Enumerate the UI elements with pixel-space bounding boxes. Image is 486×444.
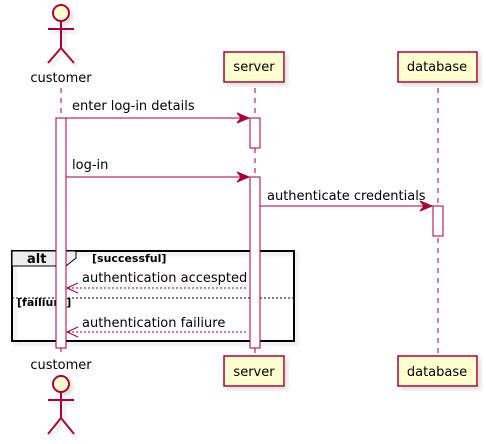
arrow-head-icon: [419, 200, 434, 212]
arrow-head-icon: [236, 112, 251, 124]
message-label: enter log-in details: [72, 99, 195, 114]
message-authentication-accespted: authentication accespted: [65, 271, 248, 294]
actor-icon: [47, 375, 75, 435]
participant-label: customer: [30, 358, 92, 373]
participant-label: server: [233, 60, 275, 75]
participant-box: [397, 355, 478, 387]
message-log-in: log-in: [66, 158, 251, 183]
participant-box: [223, 355, 285, 387]
arrow-head-icon: [236, 171, 251, 183]
message-label: authentication failiure: [82, 316, 225, 331]
server-activation-2: [249, 176, 261, 349]
server-participant-top: server: [223, 51, 285, 83]
customer-activation: [55, 117, 67, 349]
message-label: authenticate credentials: [267, 189, 426, 204]
message-label: log-in: [72, 158, 108, 173]
server-activation-1: [249, 117, 261, 149]
open-arrow-head-icon: [65, 282, 79, 294]
alt-fragment-title: alt: [27, 252, 46, 267]
open-arrow-head-icon: [65, 326, 79, 338]
message-authenticate-credentials: authenticate credentials: [260, 189, 434, 212]
database-participant-bottom: database: [397, 355, 478, 387]
participant-label: customer: [30, 71, 92, 86]
alt-guard-successful: [successful]: [92, 252, 166, 265]
database-activation: [432, 205, 444, 237]
participant-box: [397, 51, 478, 83]
server-participant-bottom: server: [223, 355, 285, 387]
message-label: authentication accespted: [82, 271, 247, 286]
participant-label: server: [233, 365, 275, 380]
participant-label: database: [407, 365, 467, 380]
alt-fragment-frame: [11, 250, 295, 342]
customer-actor-top: customer: [30, 4, 92, 86]
message-authentication-failiure: authentication failiure: [65, 316, 248, 338]
customer-actor-bottom: customer: [30, 358, 92, 435]
participant-box: [223, 51, 285, 83]
actor-icon: [47, 4, 75, 64]
participant-label: database: [407, 60, 467, 75]
database-participant-top: database: [397, 51, 478, 83]
message-enter-log-in-details: enter log-in details: [66, 99, 251, 124]
